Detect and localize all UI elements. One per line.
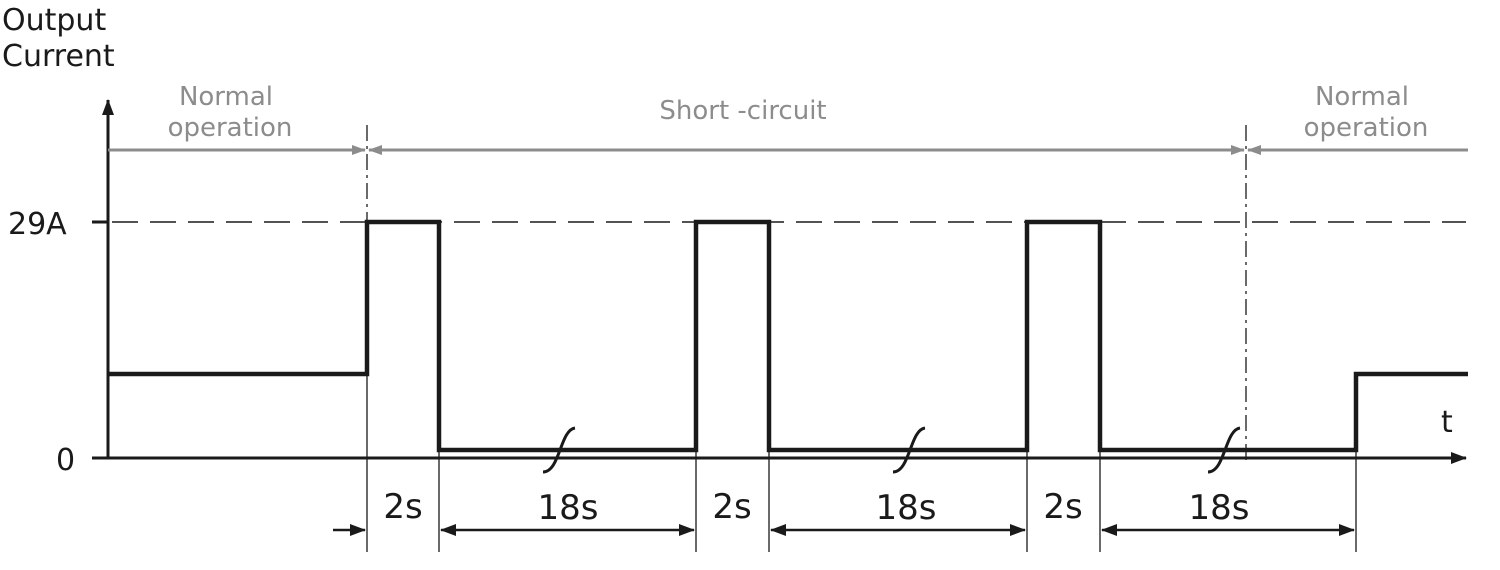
region-label-normal-left-line2: operation xyxy=(168,113,293,143)
duration-label-18s: 18s xyxy=(1189,488,1250,528)
timing-guides xyxy=(366,374,1357,552)
y-tick-label-29a: 29A xyxy=(8,207,67,242)
duration-label-18s: 18s xyxy=(876,488,937,528)
duration-label-2s: 2s xyxy=(383,487,422,527)
region-label-normal-right-line2: operation xyxy=(1304,113,1429,143)
output-current-waveform xyxy=(108,219,1468,453)
y-tick-label-0: 0 xyxy=(56,443,75,478)
x-axis-title: t xyxy=(1441,405,1453,440)
y-axis-title-line1: Output xyxy=(2,3,106,38)
time-break-symbol xyxy=(1207,426,1241,474)
time-break-symbol xyxy=(892,426,926,474)
duration-label-2s: 2s xyxy=(1043,487,1082,527)
duration-label-2s: 2s xyxy=(712,487,751,527)
region-label-normal-right-line1: Normal xyxy=(1315,82,1409,112)
region-label-short-circuit: Short -circuit xyxy=(659,96,826,126)
y-axis-title-line2: Current xyxy=(2,39,115,74)
duration-label-18s: 18s xyxy=(538,488,599,528)
region-label-normal-left-line1: Normal xyxy=(179,82,273,112)
time-break-symbol xyxy=(542,426,576,474)
